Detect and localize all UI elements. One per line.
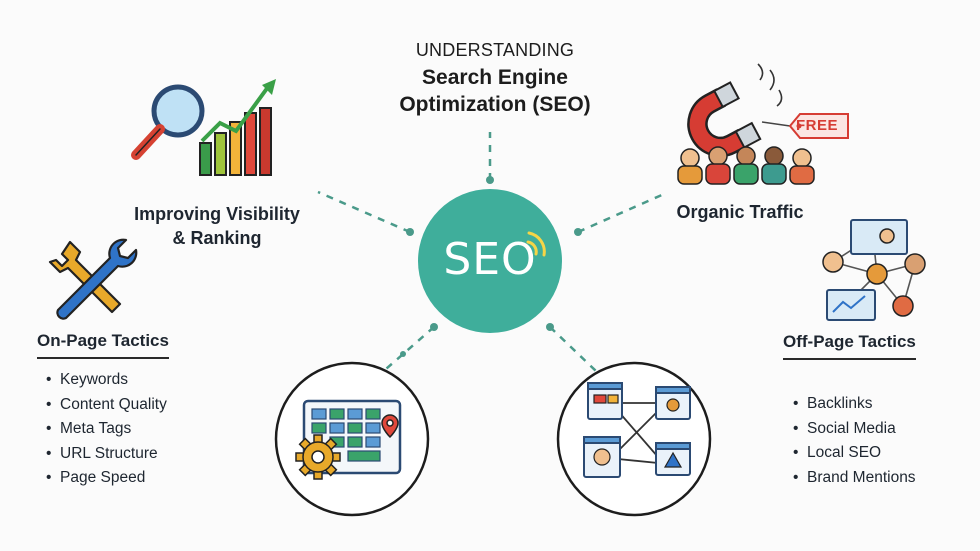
magnet-people-icon (677, 63, 849, 185)
connector-right (577, 192, 665, 234)
connector-dot (406, 228, 414, 236)
network-people-icon (822, 219, 926, 321)
on-page-heading: On-Page Tactics (37, 331, 169, 359)
list-item: Backlinks (793, 392, 916, 417)
wrench-tools-icon (48, 238, 138, 320)
list-item: Page Speed (46, 466, 167, 491)
connector-dot (574, 228, 582, 236)
list-item: Keywords (46, 368, 167, 393)
title-eyebrow: UNDERSTANDING (415, 40, 575, 60)
connector-left (317, 190, 411, 234)
connector-dot (430, 323, 438, 331)
gear-icon (295, 434, 341, 480)
connector-dot (400, 351, 406, 357)
list-item: Meta Tags (46, 417, 167, 442)
seo-hub-circle (418, 189, 562, 333)
free-tag (788, 113, 849, 139)
title-line-3: Optimization (SEO) (399, 93, 591, 116)
list-item: Brand Mentions (793, 466, 916, 491)
free-badge-label: FREE (796, 117, 839, 134)
organic-traffic-label: Organic Traffic (676, 202, 804, 222)
growth-chart-magnifier-icon (131, 79, 276, 176)
list-item: Content Quality (46, 393, 167, 418)
location-pin (381, 414, 399, 439)
off-page-list: Backlinks Social Media Local SEO Brand M… (793, 392, 916, 490)
content-grid-gear-icon (274, 361, 430, 517)
on-page-list: Keywords Content Quality Meta Tags URL S… (46, 368, 167, 491)
signal-icon (526, 231, 546, 257)
list-item: Social Media (793, 417, 916, 442)
connector-dot (546, 323, 554, 331)
seo-hub-label: SEO (443, 234, 537, 285)
title-line-2: Search Engine (422, 66, 568, 89)
list-item: URL Structure (46, 442, 167, 467)
linked-pages-icon (556, 361, 712, 517)
visibility-ranking-label: Improving Visibility & Ranking (112, 202, 322, 250)
connector-bottom-left (377, 326, 435, 377)
connector-dot (486, 176, 494, 184)
list-item: Local SEO (793, 441, 916, 466)
visibility-line-2: & Ranking (172, 228, 262, 248)
people-group (677, 146, 815, 185)
page-title: Search Engine Optimization (SEO) (360, 64, 630, 118)
connector-bottom-right (549, 326, 598, 373)
off-page-heading: Off-Page Tactics (783, 332, 916, 360)
visibility-line-1: Improving Visibility (134, 204, 300, 224)
